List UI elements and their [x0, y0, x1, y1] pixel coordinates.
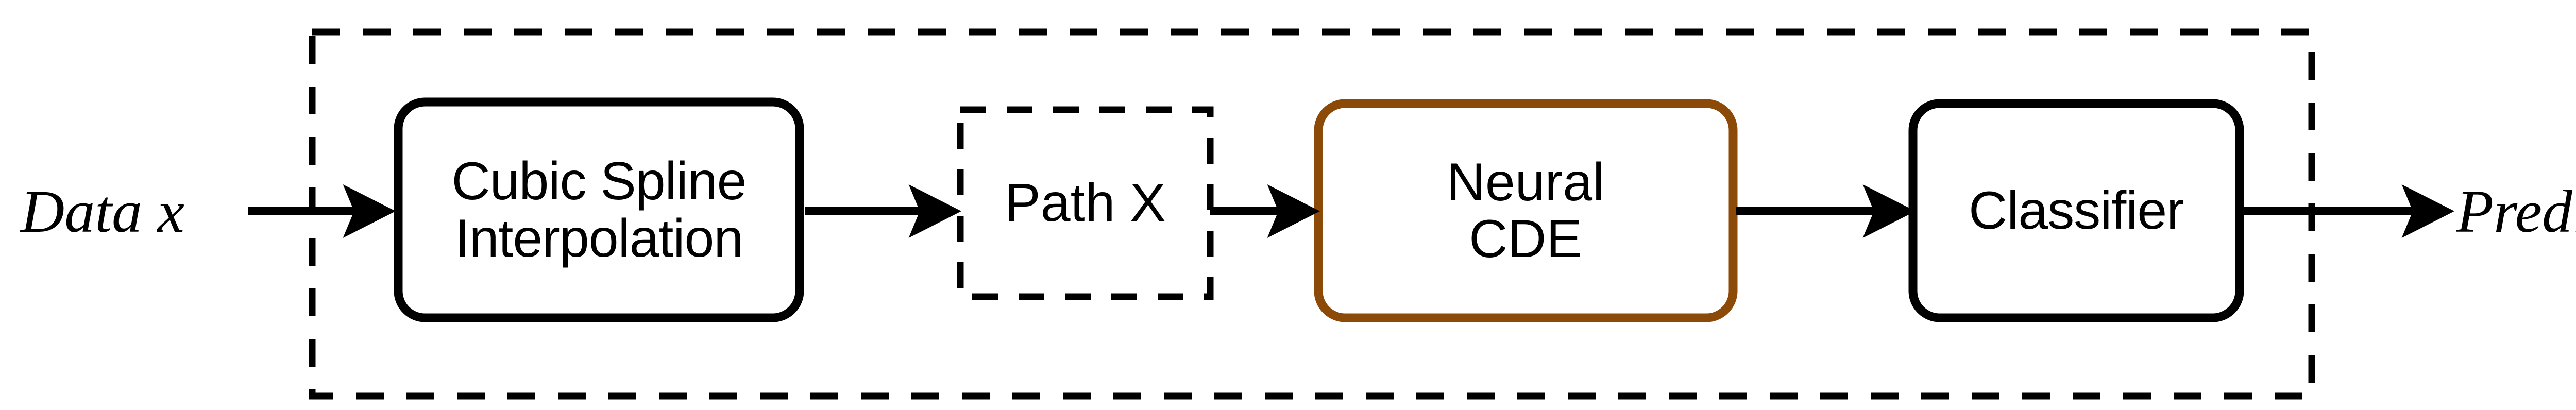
node-box-path-x[interactable] — [957, 106, 1214, 300]
output-label-prediction: Prediction — [2456, 178, 2576, 245]
node-box-classifier[interactable] — [1908, 99, 2244, 322]
node-box-cubic-spline[interactable] — [394, 97, 804, 322]
node-box-neural-cde[interactable] — [1314, 99, 1738, 322]
input-label-data-x: Data x — [21, 178, 184, 245]
